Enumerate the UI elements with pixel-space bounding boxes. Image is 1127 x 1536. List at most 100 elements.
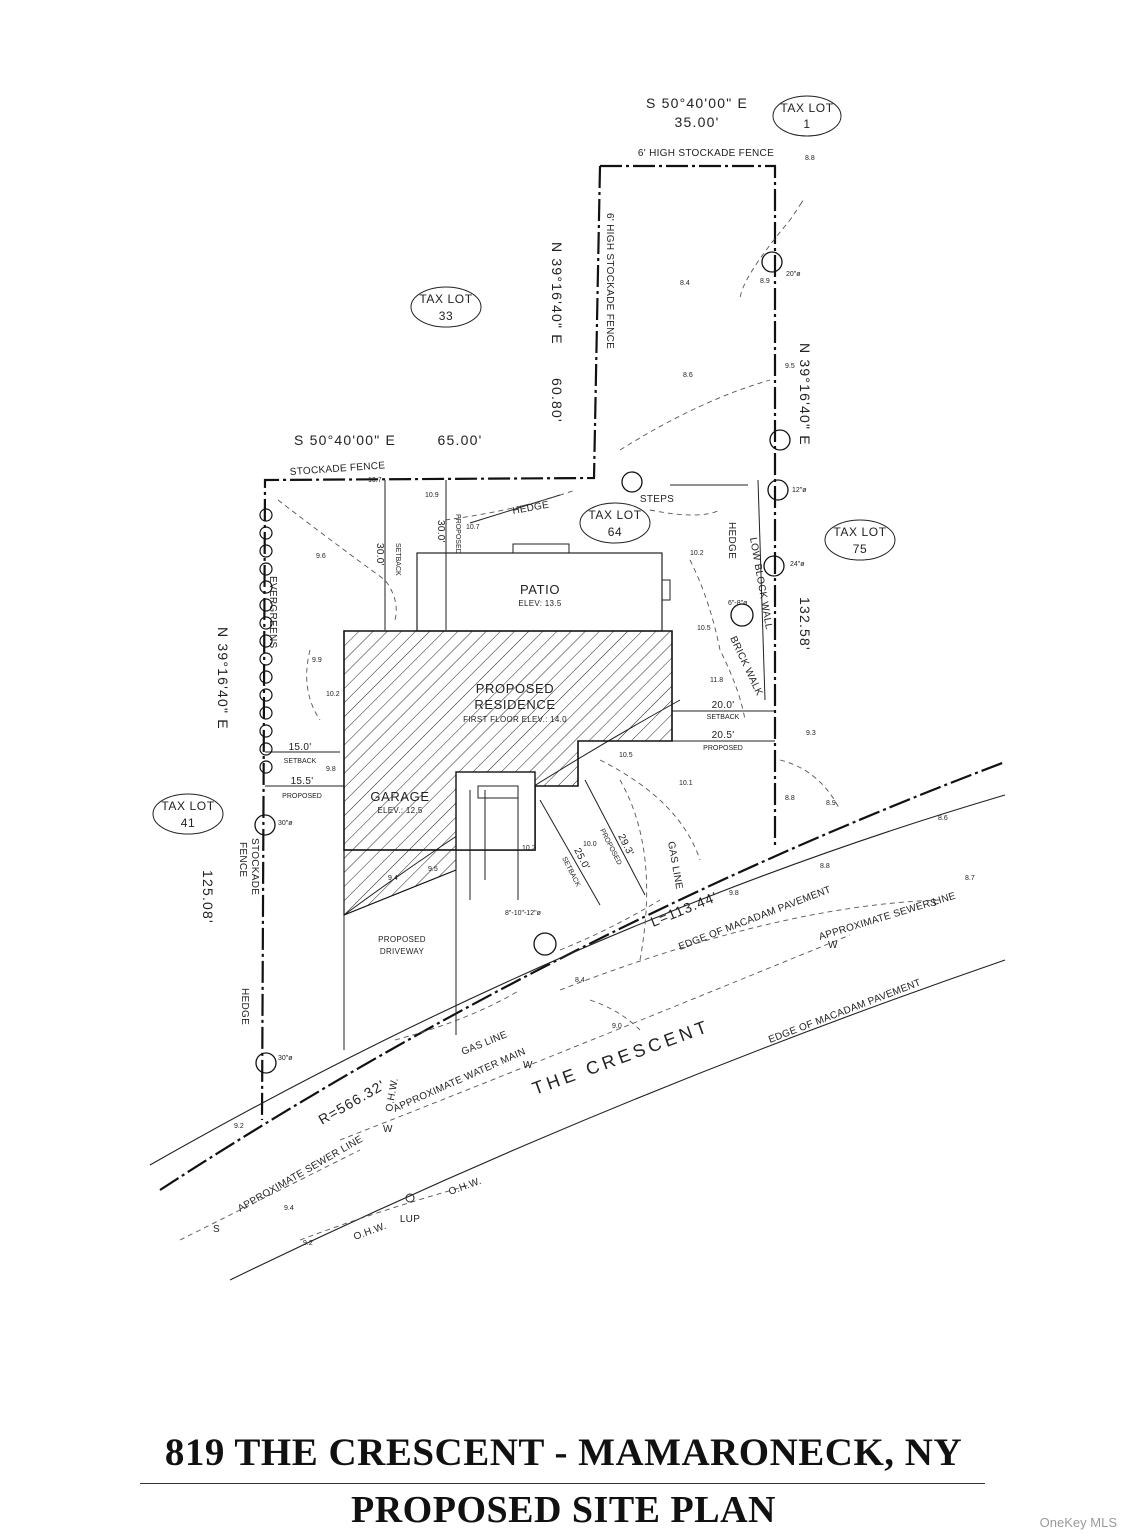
low-block-wall-label: LOW BLOCK WALL [747,537,774,631]
sewer-marker-west: S [213,1224,220,1235]
setback-front-line [539,799,601,906]
svg-text:8.8: 8.8 [785,795,795,802]
contour-10 [559,899,661,951]
svg-text:8.6: 8.6 [938,815,948,822]
svg-text:TAX LOT: TAX LOT [588,508,641,522]
plan-title: PROPOSED SITE PLAN [351,1489,776,1531]
svg-text:10.2: 10.2 [690,550,704,557]
tax-lot-33: TAX LOT 33 [410,286,482,328]
svg-text:24"ø: 24"ø [790,561,805,568]
property-address-title: 819 THE CRESCENT - MAMARONECK, NY [164,1431,963,1474]
garage-entry [455,771,536,851]
svg-text:9.5: 9.5 [428,866,438,873]
title-block: 819 THE CRESCENT - MAMARONECK, NY PROPOS… [0,1428,1127,1536]
proposed-driveway [343,790,519,1050]
svg-text:10.2: 10.2 [522,845,536,852]
spot-elevations: 8.8 8.9 8.4 8.6 9.5 10.9 10.7 10.7 10.2 … [234,155,975,1247]
svg-text:10.0: 10.0 [583,841,597,848]
tree-symbols [254,251,791,1074]
svg-text:8.6: 8.6 [683,372,693,379]
tree-size-labels: 20"ø 12"ø 24"ø 30"ø 30"ø 8"-10"-12"ø 6"-… [278,271,807,1062]
water-marker-3: W [383,1124,393,1135]
arc-radius: R=566.32' [316,1076,389,1127]
front-proposed-label: PROPOSED [598,828,622,867]
svg-text:8.8: 8.8 [805,155,815,162]
svg-text:10.5: 10.5 [619,752,633,759]
svg-text:1: 1 [803,117,810,131]
svg-text:TAX LOT: TAX LOT [780,101,833,115]
svg-text:11.8: 11.8 [710,677,723,684]
evergreen-row [259,508,273,774]
west-proposed-value: 15.5' [291,776,314,787]
garage-elev: ELEV.: 12.5 [377,806,423,815]
proposed-front-line [584,779,646,896]
svg-text:9.9: 9.9 [312,657,322,664]
rear-setback-label: SETBACK [394,543,401,576]
sewer-marker-east: S [930,898,937,909]
fence-middle-label: STOCKADE FENCE [289,460,385,478]
east-bearing: N 39°16'40" E [797,343,813,446]
east-proposed-label: PROPOSED [703,745,743,752]
svg-text:30"ø: 30"ø [278,820,293,827]
east-distance: 132.58' [797,597,813,651]
contour-9 [779,759,841,811]
road-edge-south [229,959,1006,1281]
water-main-label: APPROXIMATE WATER MAIN [392,1046,528,1114]
svg-text:TAX LOT: TAX LOT [161,799,214,813]
patio-elev: ELEV: 13.5 [518,599,561,608]
site-plan-drawing: TAX LOT 1 TAX LOT 33 TAX LOT 64 TAX LOT … [149,95,1006,1281]
fence-vertical-label: 6' HIGH STOCKADE FENCE [604,213,615,349]
patio-side-step [661,579,671,601]
west-proposed-label: PROPOSED [282,793,322,800]
svg-text:TAX LOT: TAX LOT [833,525,886,539]
top-distance: 35.00' [675,114,720,130]
hedge-label: HEDGE [512,500,550,517]
steps-label: STEPS [640,494,674,505]
mls-watermark: OneKey MLS [1039,1515,1117,1530]
west-setback-label: SETBACK [284,758,317,765]
west-lower-distance: 125.08' [200,870,216,924]
title-divider [140,1483,985,1484]
residence-lower-area [343,849,457,916]
svg-text:10.1: 10.1 [679,780,693,787]
rear-setback-value: 30.0' [374,543,385,566]
svg-text:9.4: 9.4 [284,1205,294,1212]
patio-steps [512,543,570,554]
lup-label: LUP [400,1214,420,1225]
patio-label: PATIO [520,582,560,597]
gas-line-label: GAS LINE [460,1029,509,1057]
residence-label-1: PROPOSED [476,681,554,696]
svg-text:8.4: 8.4 [575,977,585,984]
garage-label: GARAGE [370,789,429,804]
svg-text:10.7: 10.7 [466,524,480,531]
tax-lot-1: TAX LOT 1 [772,95,842,137]
rear-proposed-label: PROPOSED [454,514,461,554]
svg-text:33: 33 [439,309,454,323]
middle-distance: 65.00' [438,432,483,448]
west-setback-value: 15.0' [289,742,312,753]
rear-proposed-value: 30.0' [435,520,446,543]
svg-text:9.6: 9.6 [316,553,326,560]
contour-8 [599,759,701,861]
gas-line-label-2: GAS LINE [665,841,684,891]
svg-text:8.9: 8.9 [826,800,836,807]
driveway-label-1: PROPOSED [378,935,426,944]
driveway-label-2: DRIVEWAY [380,947,425,956]
svg-text:8.4: 8.4 [680,280,690,287]
svg-text:30"ø: 30"ø [278,1055,293,1062]
fence-top-label: 6' HIGH STOCKADE FENCE [638,148,774,159]
middle-bearing: S 50°40'00" E [294,432,396,448]
east-proposed-value: 20.5' [712,730,735,741]
contour-4 [739,199,804,301]
west-upper-bearing: N 39°16'40" E [549,242,565,345]
svg-text:12"ø: 12"ø [792,487,807,494]
top-bearing: S 50°40'00" E [646,95,748,111]
east-setback-label: SETBACK [707,714,740,721]
property-boundary [260,164,777,1121]
sewer-label-2: APPROXIMATE SEWER LINE [236,1134,365,1215]
svg-text:TAX LOT: TAX LOT [419,292,472,306]
residence-elev: FIRST FLOOR ELEV.: 14.0 [463,715,567,724]
svg-text:10.7: 10.7 [368,477,382,484]
svg-text:9.2: 9.2 [234,1123,244,1130]
svg-text:9.2: 9.2 [303,1240,313,1247]
